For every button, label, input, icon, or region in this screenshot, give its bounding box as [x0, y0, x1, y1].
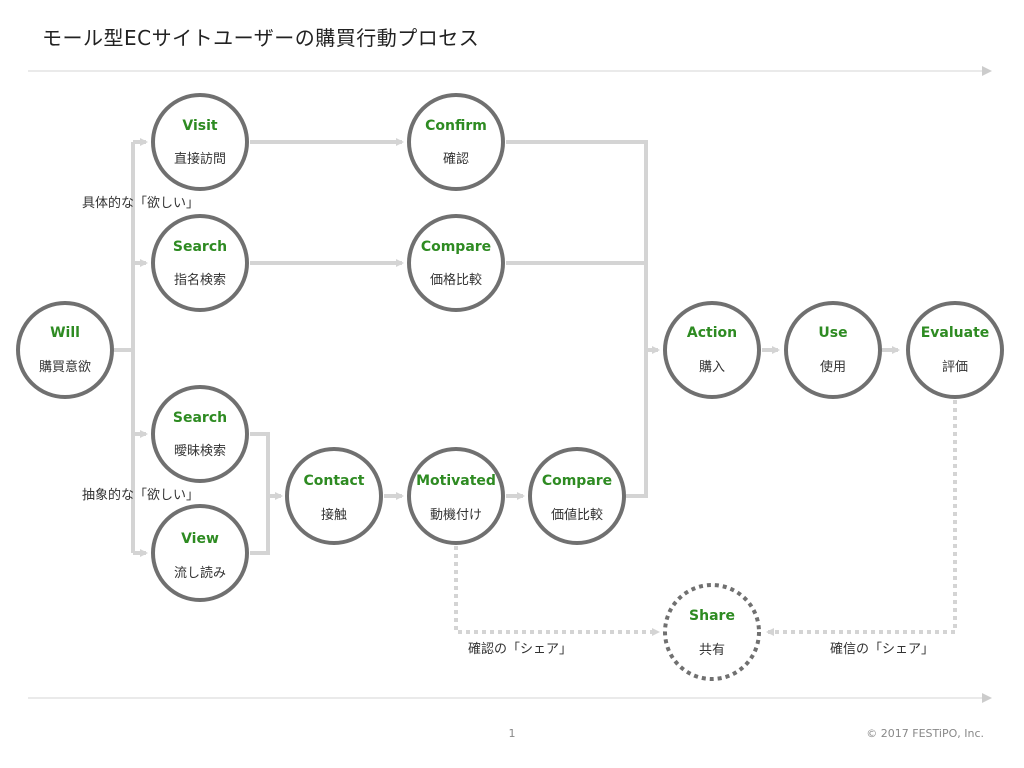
node-compare-price-sub: 価格比較	[430, 272, 482, 288]
node-motivated-title: Motivated	[416, 473, 496, 489]
node-will: Will 購買意欲	[16, 301, 114, 399]
node-contact-title: Contact	[304, 473, 365, 489]
node-search-vague: Search 曖昧検索	[151, 385, 249, 483]
node-search-named: Search 指名検索	[151, 214, 249, 312]
node-action-sub: 購入	[699, 360, 725, 375]
label-confirm-share: 確認の「シェア」	[468, 641, 572, 657]
node-evaluate: Evaluate 評価	[906, 301, 1004, 399]
page-number: 1	[508, 727, 516, 740]
node-use: Use 使用	[784, 301, 882, 399]
node-confirm: Confirm 確認	[407, 93, 505, 191]
node-confirm-sub: 確認	[443, 151, 469, 167]
node-visit-sub: 直接訪問	[174, 151, 226, 167]
node-share-sub: 共有	[699, 643, 725, 658]
node-share: Share 共有	[663, 583, 761, 681]
node-action: Action 購入	[663, 301, 761, 399]
node-will-sub: 購買意欲	[39, 359, 91, 375]
node-use-sub: 使用	[820, 359, 846, 375]
page-title: モール型ECサイトユーザーの購買行動プロセス	[42, 26, 480, 50]
connectors	[114, 138, 900, 557]
copyright: © 2017 FESTiPO, Inc.	[866, 727, 984, 740]
node-search-vague-title: Search	[173, 410, 227, 426]
node-contact-sub: 接触	[321, 507, 347, 523]
node-confirm-title: Confirm	[425, 118, 487, 134]
share-connectors	[454, 400, 957, 636]
node-view-sub: 流し読み	[174, 565, 226, 581]
node-search-named-title: Search	[173, 239, 227, 255]
node-search-named-sub: 指名検索	[174, 272, 226, 288]
node-will-title: Will	[50, 325, 80, 341]
node-compare-price-title: Compare	[421, 239, 491, 255]
node-search-vague-sub: 曖昧検索	[174, 444, 226, 459]
node-compare-value-title: Compare	[542, 473, 612, 489]
node-motivated-sub: 動機付け	[430, 508, 482, 523]
node-visit-title: Visit	[182, 118, 218, 134]
node-view-title: View	[181, 531, 219, 547]
node-use-title: Use	[818, 325, 847, 341]
node-evaluate-title: Evaluate	[921, 325, 990, 341]
node-share-title: Share	[689, 608, 735, 624]
label-abstract-want: 抽象的な「欲しい」	[82, 487, 199, 503]
node-motivated: Motivated 動機付け	[407, 447, 505, 545]
node-compare-value-sub: 価値比較	[551, 507, 603, 523]
label-concrete-want: 具体的な「欲しい」	[82, 195, 199, 211]
node-view: View 流し読み	[151, 504, 249, 602]
node-compare-price: Compare 価格比較	[407, 214, 505, 312]
node-visit: Visit 直接訪問	[151, 93, 249, 191]
node-contact: Contact 接触	[285, 447, 383, 545]
node-evaluate-sub: 評価	[942, 360, 968, 375]
node-action-title: Action	[687, 325, 737, 341]
label-conviction-share: 確信の「シェア」	[830, 641, 934, 657]
node-compare-value: Compare 価値比較	[528, 447, 626, 545]
